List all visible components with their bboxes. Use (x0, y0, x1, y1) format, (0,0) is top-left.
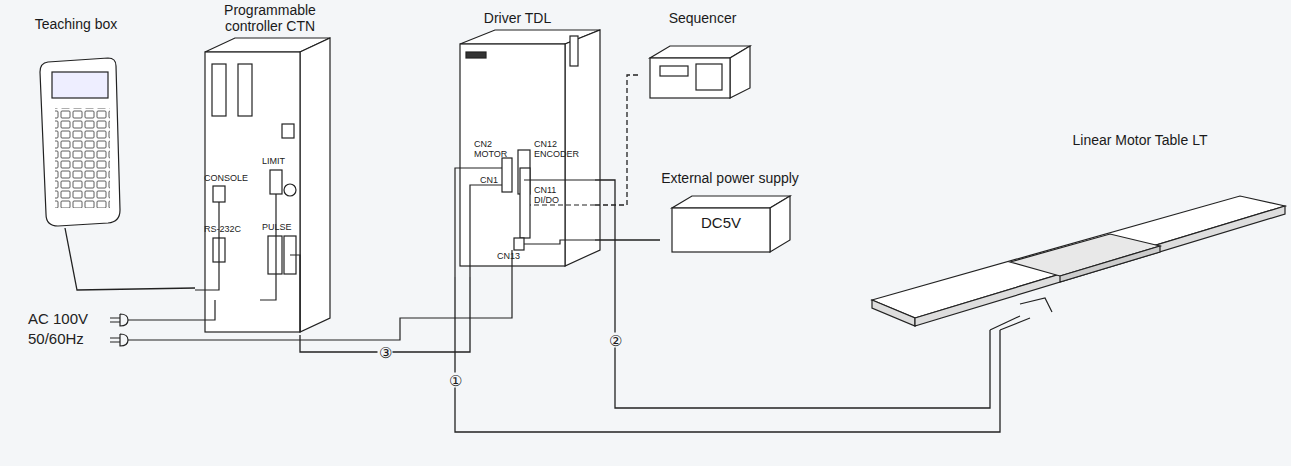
connector-name: CN2 MOTOR (474, 140, 504, 160)
connector-name: CN11 DI/DO (534, 186, 564, 206)
cable (595, 240, 660, 241)
cable (65, 228, 195, 290)
cable (300, 277, 470, 352)
port-name: LIMIT (262, 157, 285, 167)
device-title: Sequencer (640, 10, 765, 26)
linear-motor-table: Linear Motor Table LT (860, 132, 1285, 330)
callout-number: ③ (378, 345, 393, 360)
programmable-controller: Programmable controller CTN (195, 2, 345, 335)
sequencer: Sequencer (640, 10, 765, 102)
callout-number: ① (448, 373, 463, 388)
callout-number: ② (608, 333, 623, 348)
connector-name: CN1 (480, 176, 498, 186)
device-title: Linear Motor Table LT (1010, 132, 1270, 148)
teaching-box: Teaching box (12, 16, 140, 228)
cable (455, 277, 1000, 432)
port-name: RS-232C (204, 225, 241, 235)
device-title: Teaching box (12, 16, 140, 32)
power-label: AC 100V (28, 311, 88, 328)
connector-name: CN12 ENCODER (534, 140, 574, 160)
signal-cable (595, 75, 640, 205)
port-name: PULSE (262, 223, 292, 233)
connector-name: CN13 (497, 252, 520, 262)
external-power-supply: External power supplyDC5V (660, 170, 800, 254)
cable (595, 180, 990, 408)
driver-unit: Driver TDL (440, 10, 595, 277)
device-title: Programmable controller CTN (215, 2, 325, 34)
power-label: 50/60Hz (28, 331, 84, 348)
device-title: Driver TDL (440, 10, 595, 26)
device-title: External power supply (660, 170, 800, 186)
port-name: CONSOLE (204, 174, 248, 184)
device-marking: DC5V (672, 214, 770, 231)
